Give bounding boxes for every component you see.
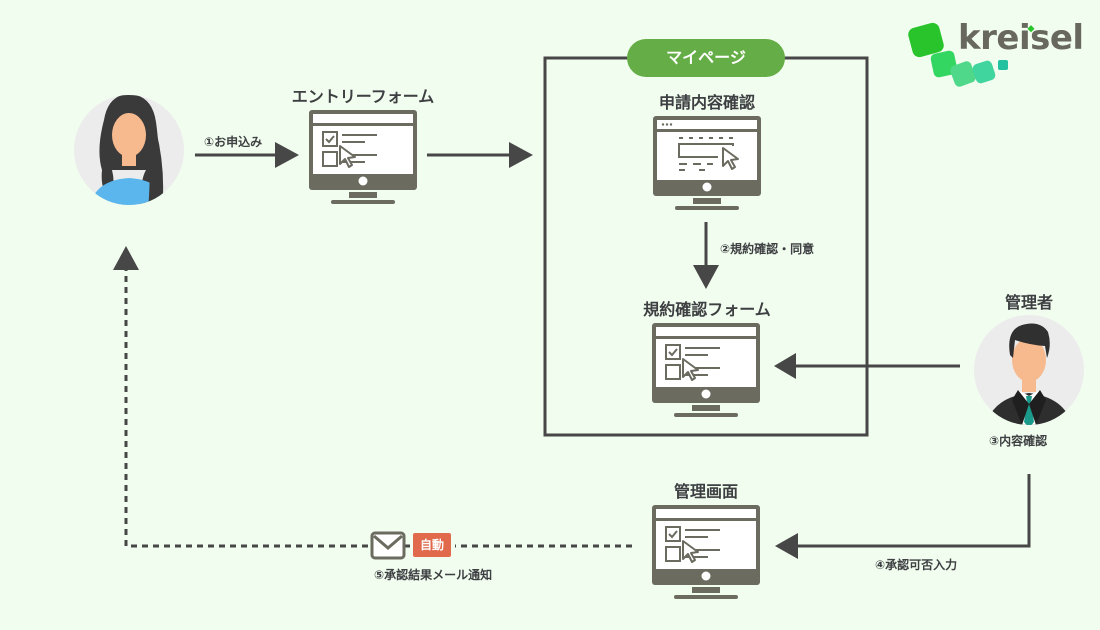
arrow-step4 — [775, 474, 1031, 559]
arrow-admin-to-terms — [774, 353, 960, 379]
admin-screen-title: 管理画面 — [673, 482, 738, 501]
kreisel-logo-text: kreisel — [958, 18, 1084, 58]
admin-title: 管理者 — [1004, 293, 1053, 312]
terms-form-title: 規約確認フォーム — [643, 300, 771, 319]
monitor-entry-form-icon — [309, 110, 417, 204]
step1-label: ①お申込み — [204, 135, 263, 149]
admin-avatar — [974, 315, 1084, 425]
step5-label: ⑤承認結果メール通知 — [374, 568, 493, 582]
arrow-entry-to-mypage — [427, 142, 533, 168]
mypage-label: マイページ — [627, 39, 785, 77]
monitor-review-icon — [653, 116, 761, 210]
entry-form-title: エントリーフォーム — [291, 87, 435, 106]
kreisel-logo-mark — [908, 22, 1035, 87]
arrow-step5-dashed — [113, 246, 632, 548]
admin-caption: ③内容確認 — [989, 434, 1048, 448]
arrow-step2 — [693, 222, 719, 289]
step2-label: ②規約確認・同意 — [720, 242, 815, 256]
arrow-step1 — [195, 142, 299, 168]
monitor-terms-form-icon — [652, 323, 760, 417]
applicant-avatar — [74, 95, 184, 205]
application-review-title: 申請内容確認 — [658, 93, 755, 112]
monitor-admin-screen-icon — [652, 505, 760, 599]
step4-label: ④承認可否入力 — [875, 558, 958, 572]
auto-badge: 自動 — [413, 533, 451, 557]
mail-icon — [370, 531, 406, 560]
